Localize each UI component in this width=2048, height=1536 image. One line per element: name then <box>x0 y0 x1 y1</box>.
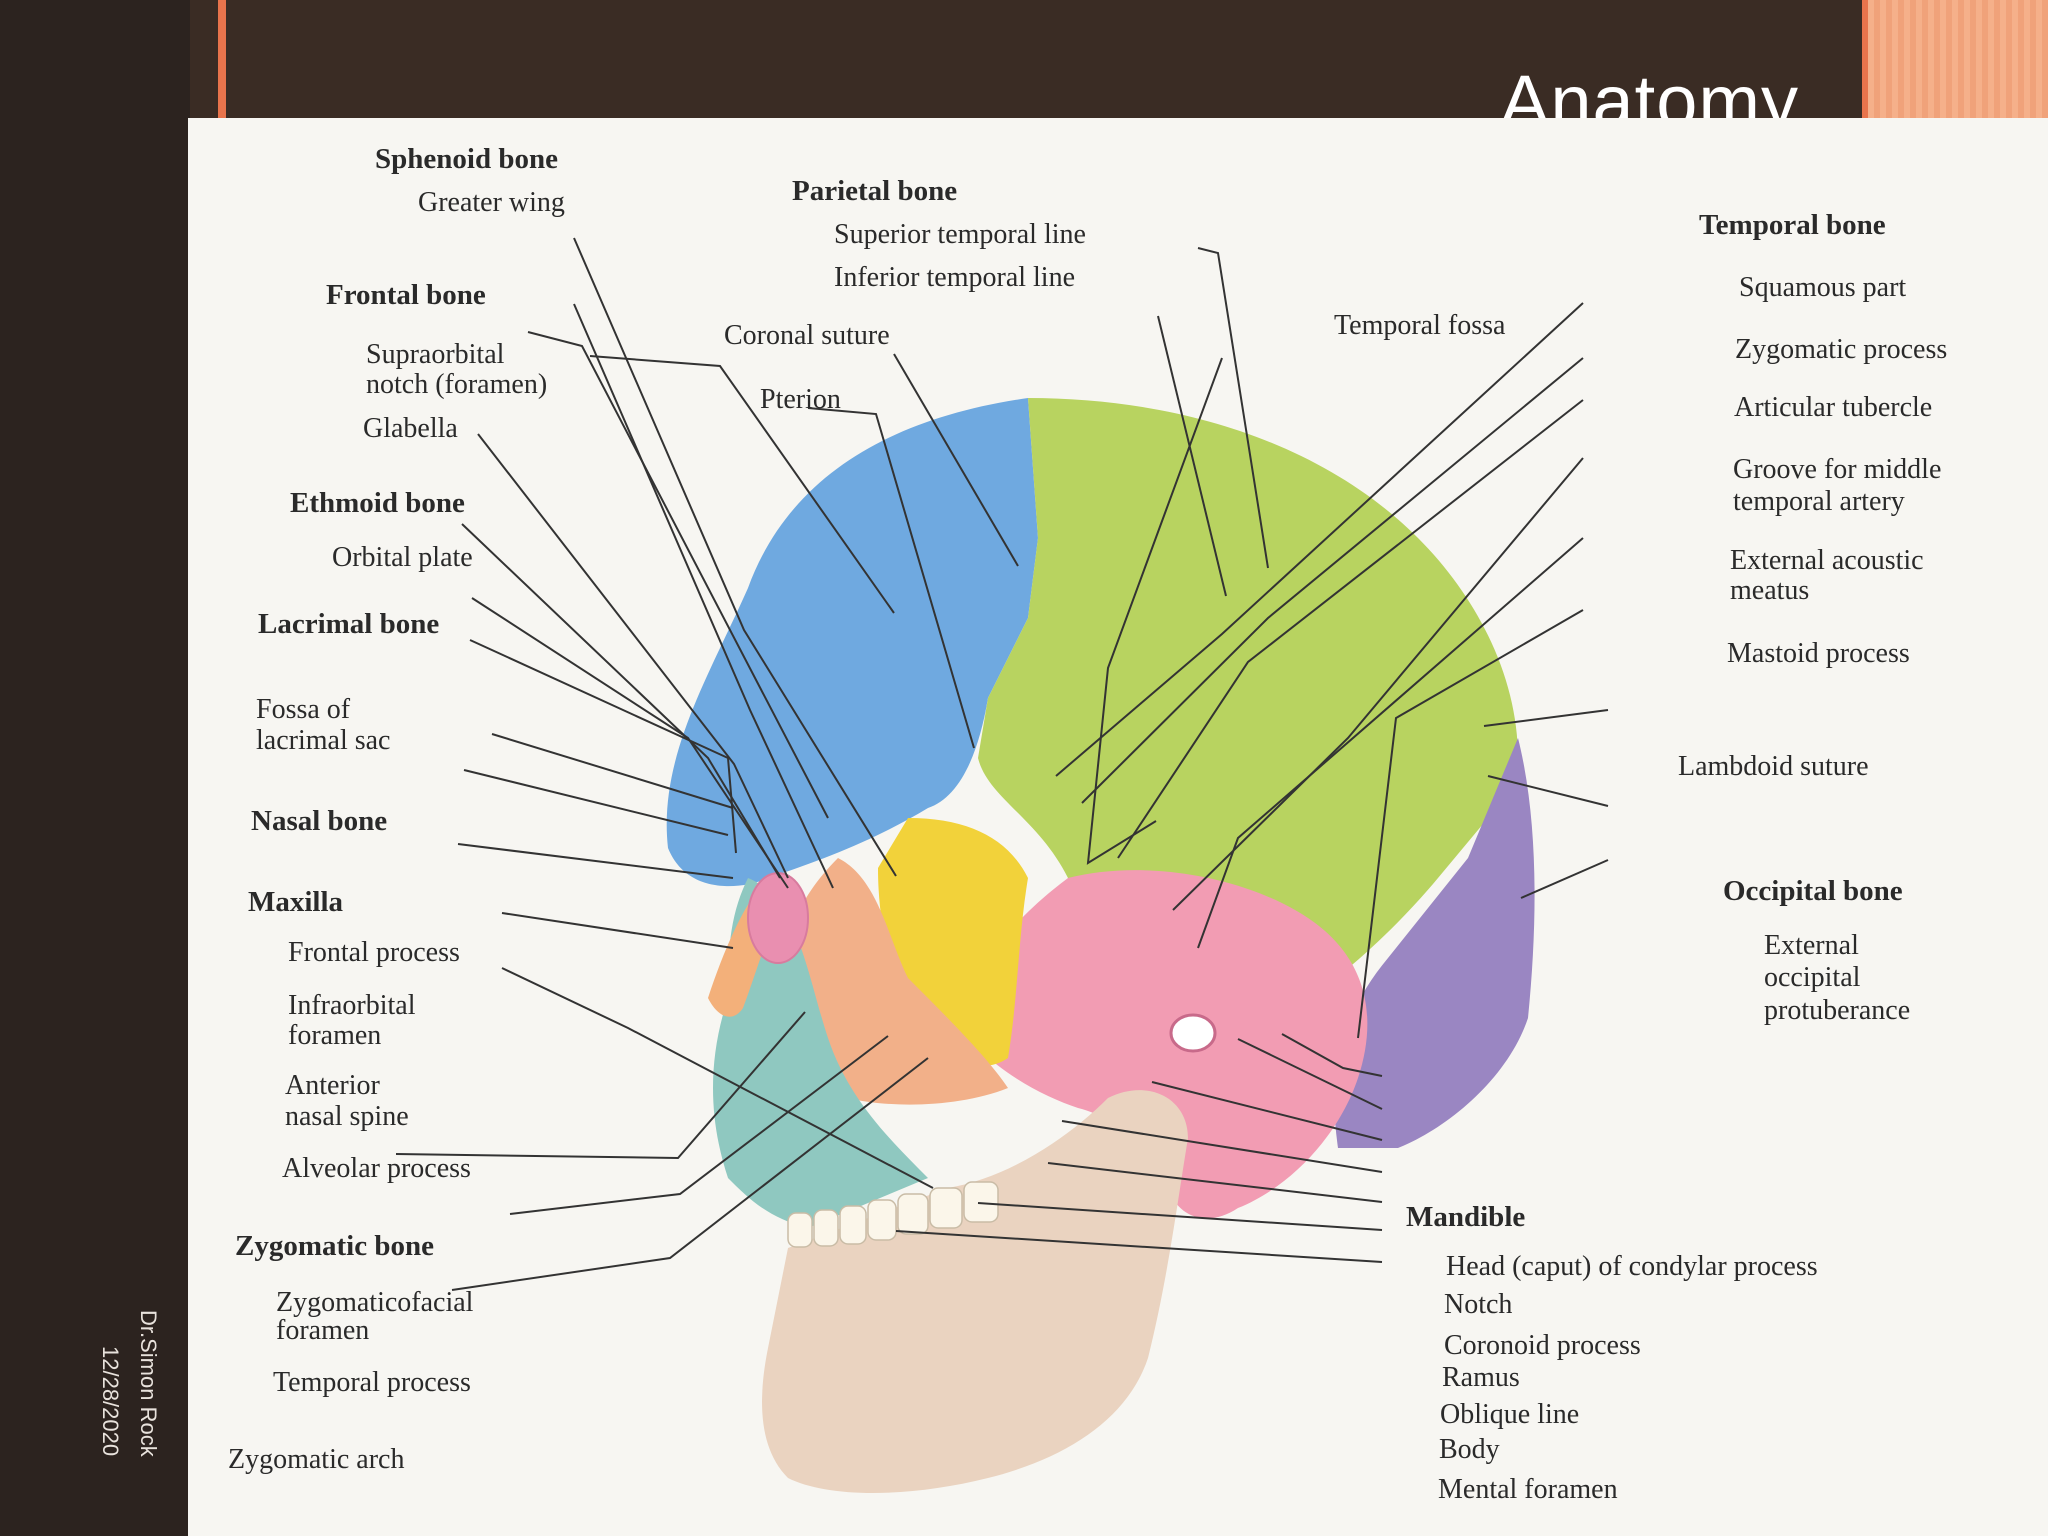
label-zygomaticofacial-1: Zygomaticofacial <box>276 1287 474 1318</box>
label-groove-2: temporal artery <box>1733 486 1905 517</box>
label-temporal-fossa: Temporal fossa <box>1334 310 1506 341</box>
frontal-bone-region <box>666 398 1038 887</box>
label-temporal-bone: Temporal bone <box>1699 209 1886 241</box>
label-fossa-1: Fossa of <box>256 694 351 725</box>
label-oblique-line: Oblique line <box>1440 1399 1579 1430</box>
label-body: Body <box>1439 1434 1500 1465</box>
label-alveolar-process: Alveolar process <box>282 1153 471 1184</box>
label-nasal-bone: Nasal bone <box>251 805 387 837</box>
footer-date: 12/28/2020 <box>98 1346 123 1457</box>
label-ramus: Ramus <box>1442 1362 1520 1393</box>
label-parietal-bone: Parietal bone <box>792 175 957 207</box>
label-mastoid-process: Mastoid process <box>1727 638 1910 669</box>
title-band <box>190 0 1860 118</box>
mandible-region <box>762 1090 1188 1493</box>
occipital-bone-region <box>1334 738 1535 1148</box>
label-sphenoid-bone: Sphenoid bone <box>375 143 558 175</box>
label-mental-foramen: Mental foramen <box>1438 1474 1618 1505</box>
parietal-bone-region <box>978 398 1518 1008</box>
external-acoustic-meatus <box>1169 1013 1217 1053</box>
label-mandible: Mandible <box>1406 1201 1525 1233</box>
leader-lines <box>395 237 1609 1291</box>
orbit <box>747 872 809 964</box>
label-lambdoid-suture: Lambdoid suture <box>1678 751 1869 782</box>
label-orbital-plate: Orbital plate <box>332 542 473 573</box>
label-maxilla: Maxilla <box>248 886 344 918</box>
label-zygomatic-arch: Zygomatic arch <box>228 1444 404 1475</box>
label-pterion: Pterion <box>760 384 841 415</box>
left-sidebar-band <box>0 0 190 1536</box>
label-coronal-suture: Coronal suture <box>724 320 890 351</box>
temporal-bone-region <box>972 870 1368 1219</box>
label-external-acoustic-2: meatus <box>1730 575 1809 606</box>
label-occipital-bone: Occipital bone <box>1723 875 1903 907</box>
label-superior-temporal-line: Superior temporal line <box>834 219 1086 250</box>
teeth <box>787 1181 999 1248</box>
label-head-condylar: Head (caput) of condylar process <box>1446 1251 1818 1282</box>
label-zygomaticofacial-2: foramen <box>276 1315 369 1346</box>
label-inferior-temporal-line: Inferior temporal line <box>834 262 1075 293</box>
label-ext-occ-2: occipital <box>1764 962 1861 993</box>
footer: Dr.Simon Rock 12/28/2020 <box>95 1310 179 1490</box>
skull-diagram: Sphenoid bone Greater wing Frontal bone … <box>188 118 2048 1536</box>
label-external-acoustic-1: External acoustic <box>1730 545 1924 576</box>
label-anterior-nasal-2: nasal spine <box>285 1101 409 1132</box>
label-infraorbital-2: foramen <box>288 1020 381 1051</box>
corner-accent <box>1862 0 2048 118</box>
label-glabella: Glabella <box>363 413 458 444</box>
accent-line <box>218 0 226 118</box>
label-notch: Notch <box>1444 1289 1512 1320</box>
label-ext-occ-3: protuberance <box>1764 995 1910 1026</box>
label-zygomatic-bone: Zygomatic bone <box>235 1230 434 1262</box>
label-frontal-bone: Frontal bone <box>326 279 486 311</box>
label-temporal-process: Temporal process <box>273 1367 471 1398</box>
label-infraorbital-1: Infraorbital <box>288 990 416 1021</box>
label-coronoid-process: Coronoid process <box>1444 1330 1641 1361</box>
label-greater-wing: Greater wing <box>418 187 565 218</box>
label-lacrimal-bone: Lacrimal bone <box>258 608 439 640</box>
diagram-labels: Sphenoid bone Greater wing Frontal bone … <box>228 143 1947 1505</box>
label-fossa-2: lacrimal sac <box>256 725 390 756</box>
label-frontal-process: Frontal process <box>288 937 460 968</box>
maxilla-region <box>713 878 928 1228</box>
label-ethmoid-bone: Ethmoid bone <box>290 487 465 519</box>
skull-drawing <box>666 398 1535 1493</box>
label-articular-tubercle: Articular tubercle <box>1734 392 1932 423</box>
label-supraorbital-2: notch (foramen) <box>366 369 547 400</box>
label-supraorbital-1: Supraorbital <box>366 339 505 370</box>
label-ext-occ-1: External <box>1764 930 1859 961</box>
label-zygomatic-process: Zygomatic process <box>1735 334 1947 365</box>
label-groove-1: Groove for middle <box>1733 454 1941 485</box>
zygomatic-bone-region <box>784 858 1008 1105</box>
label-anterior-nasal-1: Anterior <box>285 1070 381 1101</box>
footer-author: Dr.Simon Rock <box>136 1310 161 1457</box>
label-squamous-part: Squamous part <box>1739 272 1906 303</box>
